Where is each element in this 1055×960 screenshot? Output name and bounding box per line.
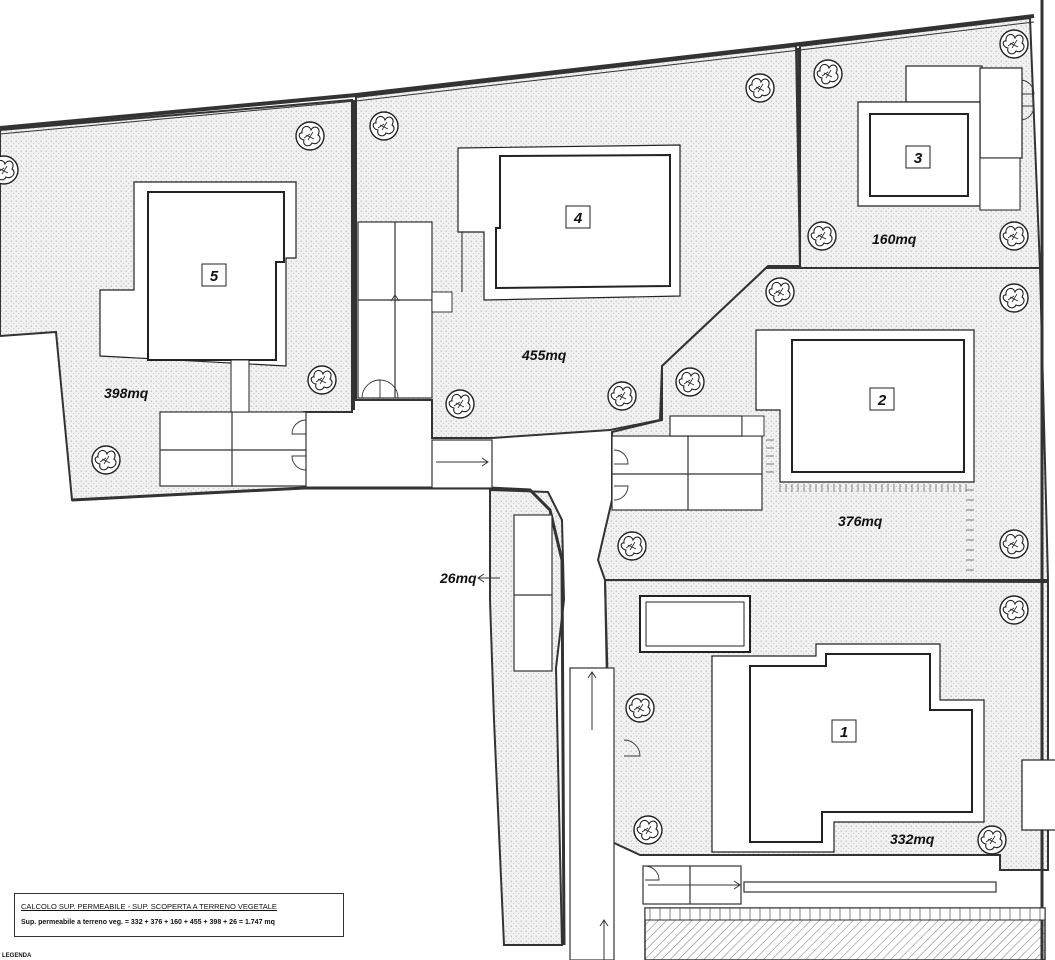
tree-icon: [633, 815, 663, 845]
tree-icon: [745, 73, 775, 103]
tree-icon: [765, 277, 795, 307]
tree-icon: [999, 595, 1029, 625]
building-2: [741, 329, 975, 483]
permeable-area-calculation: CALCOLO SUP. PERMEABILE - SUP. SCOPERTA …: [14, 893, 344, 937]
legend-title: LEGENDA: [2, 953, 32, 959]
building-number-3: 3: [914, 150, 923, 167]
tree-icon: [813, 59, 843, 89]
building-1: [639, 595, 1055, 853]
tree-icon: [295, 121, 325, 151]
area-label-376: 376mq: [838, 513, 883, 529]
building-number-2: 2: [877, 392, 887, 409]
building-number-5: 5: [210, 268, 219, 285]
tree-icon: [999, 29, 1029, 59]
tree-icon: [807, 221, 837, 251]
tree-icon: [307, 365, 337, 395]
tree-icon: [977, 825, 1007, 855]
tree-icon: [445, 389, 475, 419]
area-labels: 398mq 455mq 160mq 376mq 332mq 26mq: [104, 231, 935, 847]
tree-icon: [91, 445, 121, 475]
building-labels: 5 4 3 2 1: [201, 145, 931, 743]
calculation-title: CALCOLO SUP. PERMEABILE - SUP. SCOPERTA …: [21, 902, 277, 911]
tree-icon: [999, 529, 1029, 559]
tree-icon: [675, 367, 705, 397]
building-number-1: 1: [840, 724, 848, 741]
tree-icon: [369, 111, 399, 141]
calculation-formula: Sup. permeabile a terreno veg. = 332 + 3…: [21, 919, 275, 926]
area-label-332: 332mq: [890, 831, 935, 847]
tree-icon: [625, 693, 655, 723]
area-label-398: 398mq: [104, 385, 149, 401]
building-number-4: 4: [573, 210, 583, 227]
tree-icon: [607, 381, 637, 411]
tree-icon: [617, 531, 647, 561]
area-label-26: 26mq: [439, 570, 477, 586]
tree-icon: [999, 221, 1029, 251]
direction-arrows: [390, 294, 741, 960]
tree-icon: [999, 283, 1029, 313]
gates: [291, 79, 1035, 881]
area-label-160: 160mq: [872, 231, 917, 247]
area-label-455: 455mq: [521, 347, 567, 363]
